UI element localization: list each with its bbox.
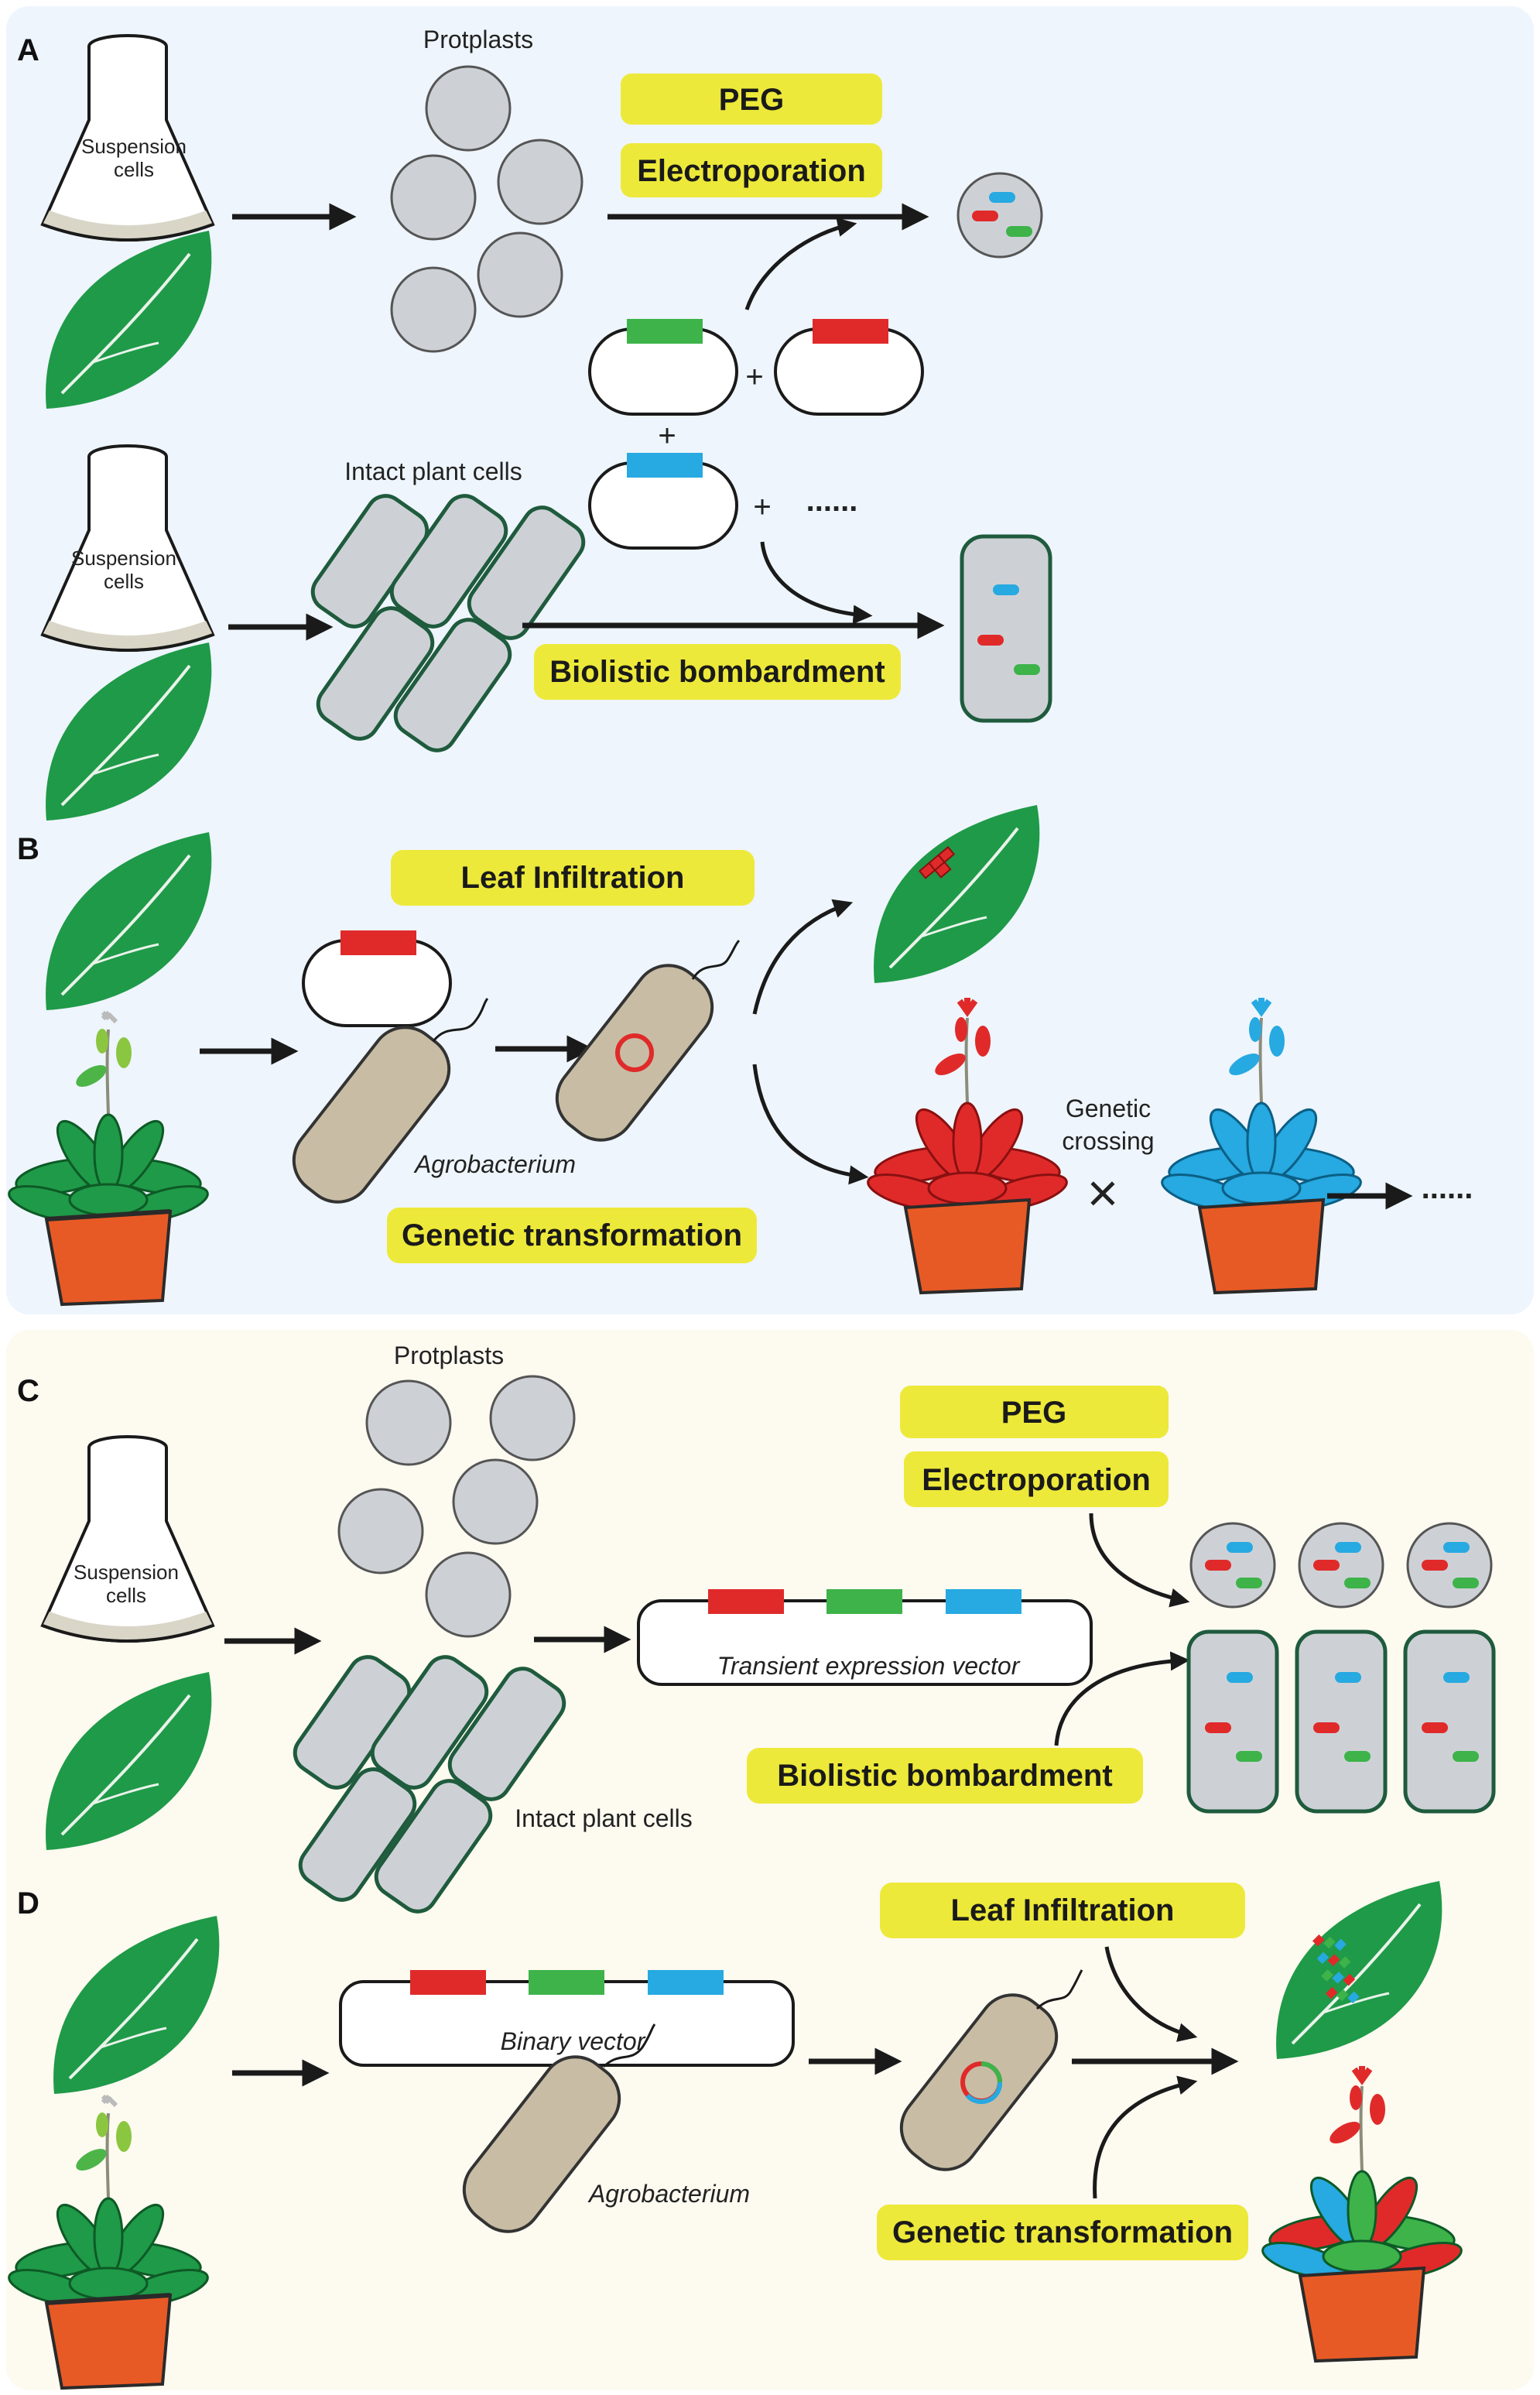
ellipsis: ...... xyxy=(1422,1171,1473,1205)
flask-label-line1: Suspension xyxy=(81,135,187,158)
agrobacterium-label: Agrobacterium xyxy=(587,2180,750,2208)
curved-arrow xyxy=(744,218,857,310)
transfected-protoplast xyxy=(1189,1522,1276,1609)
biolistic-label-box xyxy=(534,644,901,700)
transfected-protoplast xyxy=(1298,1522,1384,1609)
transfected-protoplast xyxy=(1406,1522,1493,1609)
panel-d-letter: D xyxy=(17,1886,39,1920)
electroporation-label-box xyxy=(904,1451,1169,1507)
flask-label-line1: Suspension xyxy=(74,1561,179,1584)
panel-b-letter: B xyxy=(17,832,39,866)
genetic-transformation-label: Genetic transformation xyxy=(892,2215,1233,2249)
electroporation-label: Electroporation xyxy=(637,154,866,188)
intact-cells-label: Intact plant cells xyxy=(515,1804,692,1832)
vector-label: Transient expression vector xyxy=(717,1652,1021,1680)
multigene-transgenic-plant-icon xyxy=(1261,2066,1463,2363)
genetic-transformation-label: Genetic transformation xyxy=(402,1218,742,1252)
transfected-intact-cell xyxy=(1186,1629,1279,1814)
biolistic-label-box xyxy=(747,1748,1143,1804)
electroporation-label: Electroporation xyxy=(922,1463,1151,1497)
genetic-crossing-label-line1: Genetic xyxy=(1066,1095,1151,1122)
plasmid-red xyxy=(302,930,452,1027)
red-transgenic-plant-icon xyxy=(867,998,1068,1295)
stacked-transient-leaf xyxy=(1275,1879,1444,2061)
transfected-intact-cell xyxy=(960,534,1052,723)
curved-arrow xyxy=(752,1064,869,1185)
genetic-transformation-label-box xyxy=(387,1208,757,1263)
transformed-agrobacterium xyxy=(886,1969,1083,2185)
peg-label: PEG xyxy=(719,83,784,117)
curved-arrow xyxy=(1104,1946,1198,2042)
leaf-infiltration-label: Leaf Infiltration xyxy=(461,861,685,895)
biolistic-label: Biolistic bombardment xyxy=(777,1759,1112,1793)
panel-a-letter: A xyxy=(17,33,39,67)
agrobacterium xyxy=(279,997,489,1218)
agrobacterium-label: Agrobacterium xyxy=(413,1150,576,1178)
flask-label-line2: cells xyxy=(114,158,154,181)
flask-label-line1: Suspension xyxy=(71,546,176,570)
curved-arrow xyxy=(760,541,873,625)
curved-arrow xyxy=(1089,1513,1190,1608)
transfected-intact-cells xyxy=(1186,1629,1496,1814)
curved-arrow xyxy=(1054,1651,1190,1746)
panel-cd-background xyxy=(6,1330,1534,2390)
transfected-intact-cell xyxy=(1295,1629,1388,1814)
curved-arrow xyxy=(752,899,854,1015)
panel-c: C Protplasts Suspension cells Intact pla… xyxy=(17,1341,1496,1919)
leaf-infiltration-label-box xyxy=(880,1883,1245,1938)
protoplasts-label: Protplasts xyxy=(394,1341,504,1369)
intact-cells-label: Intact plant cells xyxy=(344,457,522,485)
panel-c-letter: C xyxy=(17,1374,39,1408)
biolistic-label: Biolistic bombardment xyxy=(549,655,885,689)
genetic-transformation-label-box xyxy=(877,2205,1248,2260)
transient-leaf xyxy=(872,803,1042,985)
panel-a: A Suspension cells Protplasts PEG Electr… xyxy=(17,26,1052,822)
leaf-infiltration-label-box xyxy=(391,850,755,906)
plus-sign: + xyxy=(753,490,771,524)
flask-label-line2: cells xyxy=(106,1584,146,1607)
transient-expression-vector xyxy=(637,1589,1093,1686)
cross-icon: × xyxy=(1087,1163,1119,1223)
protoplasts-label: Protplasts xyxy=(423,26,533,53)
plasmid-blue xyxy=(588,453,738,550)
panel-b: B Leaf Infiltration + Agrobacterium Gene… xyxy=(5,803,1473,1304)
transfected-protoplasts xyxy=(1189,1522,1493,1609)
plus-sign: + xyxy=(745,360,763,394)
plasmid-red xyxy=(774,319,924,416)
leaf-infiltration-label: Leaf Infiltration xyxy=(951,1893,1175,1927)
curved-arrow xyxy=(1093,2075,1198,2199)
transfected-intact-cell xyxy=(1403,1629,1496,1814)
panel-d: D Binary vector + Agrobacterium Leaf Inf… xyxy=(5,1879,1463,2388)
electroporation-label-box xyxy=(621,143,882,197)
genetic-crossing-label-line2: crossing xyxy=(1062,1127,1154,1155)
blue-transgenic-plant-icon xyxy=(1161,998,1362,1295)
transformed-agrobacterium xyxy=(542,939,741,1156)
transfected-protoplast xyxy=(957,172,1043,259)
peg-label-box xyxy=(621,74,882,125)
vector-label: Binary vector xyxy=(501,2027,646,2055)
plasmid-green xyxy=(588,319,738,416)
peg-label: PEG xyxy=(1001,1396,1066,1430)
flask-label-line2: cells xyxy=(104,570,144,593)
agrobacterium xyxy=(449,2023,656,2247)
peg-label-box xyxy=(900,1386,1169,1438)
plus-sign: + xyxy=(658,419,676,453)
ellipsis: ...... xyxy=(806,484,858,518)
